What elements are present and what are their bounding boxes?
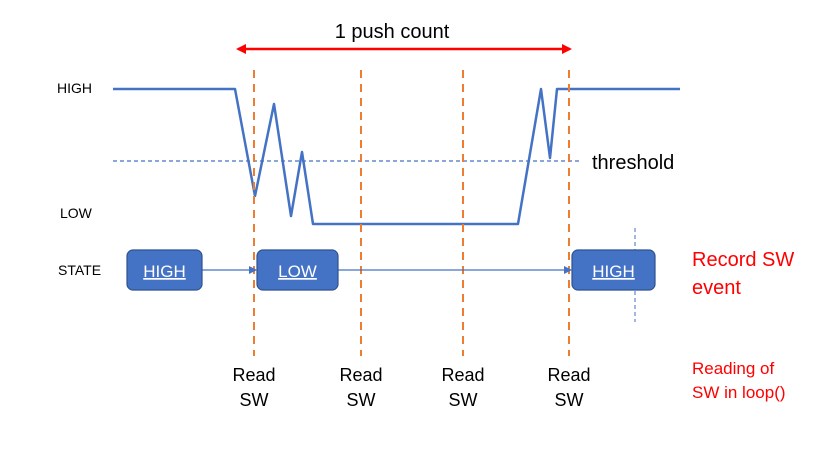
push-count-title: 1 push count — [335, 21, 450, 43]
state-box-text: HIGH — [592, 262, 635, 281]
state-box-text: LOW — [278, 262, 317, 281]
high-level-label: HIGH — [57, 80, 92, 96]
state-box-high-2: HIGH — [571, 249, 656, 291]
state-box-text: HIGH — [143, 262, 186, 281]
read-sw-label-3-line2: SW — [449, 390, 478, 410]
low-level-label: LOW — [60, 205, 93, 221]
reading-sw-note-line1: Reading of — [692, 359, 775, 378]
switch-signal-waveform — [113, 87, 680, 226]
read-sw-label-3-line1: Read — [441, 365, 484, 385]
state-box-low: LOW — [256, 249, 339, 291]
read-sw-label-1-line2: SW — [240, 390, 269, 410]
read-sw-label-2-line1: Read — [339, 365, 382, 385]
threshold-label: threshold — [592, 152, 674, 174]
read-sw-label-4-line1: Read — [547, 365, 590, 385]
reading-sw-note-line2: SW in loop() — [692, 383, 786, 402]
read-sw-label-1-line1: Read — [232, 365, 275, 385]
read-sw-label-2-line2: SW — [347, 390, 376, 410]
record-sw-event-note-line2: event — [692, 277, 741, 299]
read-sw-label-4-line2: SW — [555, 390, 584, 410]
record-sw-event-note-line1: Record SW — [692, 249, 794, 271]
state-box-high-1: HIGH — [126, 249, 203, 291]
state-label: STATE — [58, 262, 101, 278]
